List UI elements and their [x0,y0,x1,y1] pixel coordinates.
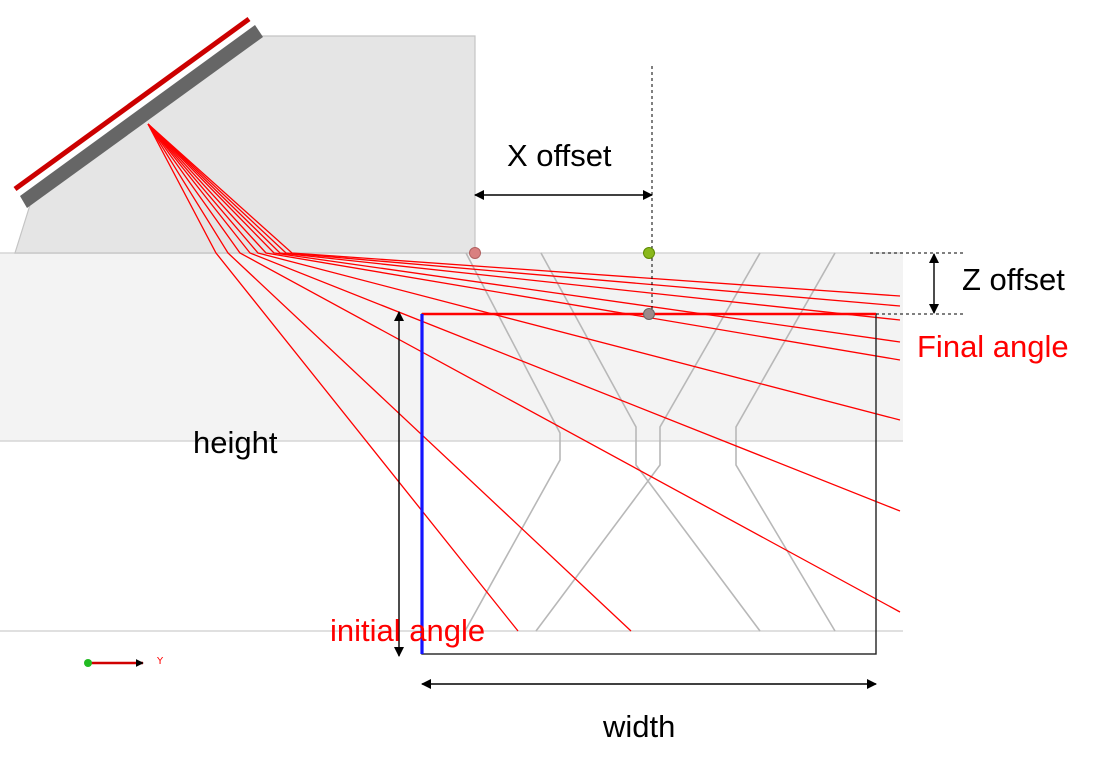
ray-5 [147,123,901,421]
ray-6 [147,123,901,361]
ray-7 [147,123,901,343]
ray-4 [147,123,901,512]
ray-10 [147,123,901,297]
reflection-path [540,252,761,632]
ray-fan [147,123,901,632]
transducer [20,25,263,208]
reflection-path [535,252,761,632]
wedge-exit-dot [469,247,481,259]
final-angle-label: Final angle [917,329,1069,364]
x-offset-label: X offset [507,138,612,173]
ray-3 [147,123,901,613]
initial-angle-label: initial angle [330,613,486,648]
reference-dot [643,247,655,259]
ray-2 [147,123,632,632]
probe-element-strip [13,16,251,192]
axis-triad-icon [84,659,144,667]
axis-y-label: Y [157,656,164,667]
z-offset-label: Z offset [962,262,1065,297]
ray-9 [147,123,901,307]
wedge [14,35,476,254]
specimen-top-band [0,253,903,441]
ray-1 [147,123,519,632]
width-label: width [603,709,676,744]
ray-8 [147,123,901,321]
zone-origin-dot [643,308,655,320]
height-label: height [193,425,278,460]
reflection-path [464,252,561,632]
